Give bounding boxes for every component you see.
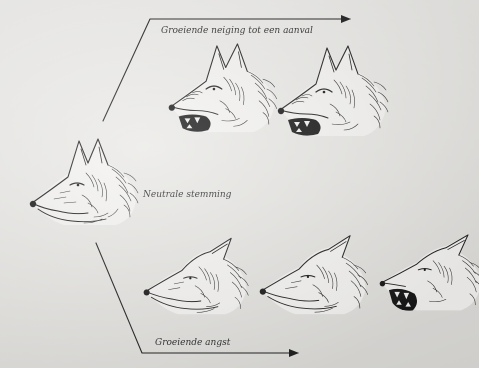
wolf-head-aggression-1 [169, 44, 277, 132]
wolf-head-fear-3 [380, 235, 479, 311]
caption-increasing-aggression: Groeiende neiging tot een aanval [161, 26, 313, 36]
wolf-head-aggression-2 [278, 46, 388, 136]
caption-increasing-fear: Groeiende angst [155, 338, 231, 348]
wolf-head-neutral [30, 139, 138, 225]
wolf-head-fear-2 [260, 236, 368, 314]
caption-neutral-mood: Neutrale stemming [142, 190, 232, 200]
wolf-head-fear-1 [144, 238, 249, 314]
